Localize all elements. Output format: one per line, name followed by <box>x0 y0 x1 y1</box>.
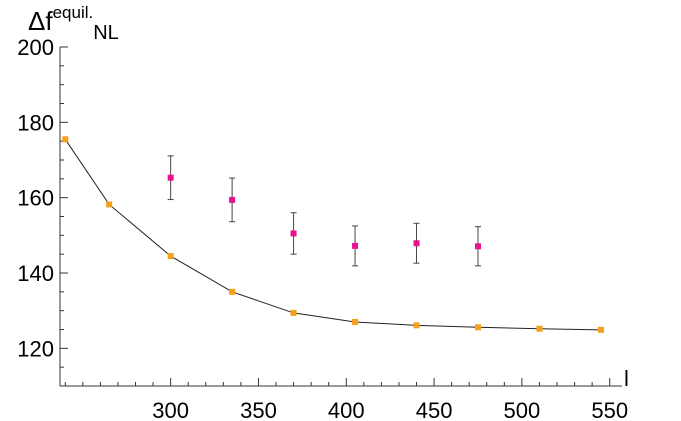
y-tick-label: 160 <box>17 186 54 211</box>
x-tick-label: 450 <box>416 398 453 421</box>
x-tick-label: 550 <box>591 398 628 421</box>
x-tick-label: 300 <box>152 398 189 421</box>
data-point-marker <box>229 288 236 295</box>
y-axis-label: Δfequil.NL <box>28 3 119 44</box>
y-axis-label-main: Δf <box>28 6 53 36</box>
data-point-marker <box>167 174 174 181</box>
data-point-marker <box>106 201 113 208</box>
y-tick-label: 180 <box>17 110 54 135</box>
x-tick-label: 500 <box>504 398 541 421</box>
data-point-marker <box>167 253 174 260</box>
y-axis-label-subscript: NL <box>93 22 119 44</box>
data-point-marker <box>352 318 359 325</box>
x-tick-label: 350 <box>240 398 277 421</box>
data-point-marker <box>474 324 481 331</box>
y-tick-label: 140 <box>17 261 54 286</box>
data-point-marker <box>413 322 420 329</box>
series-lines <box>64 139 601 331</box>
data-point-marker <box>413 240 420 247</box>
markers <box>62 136 604 333</box>
data-point-marker <box>290 230 297 237</box>
y-axis-label-superscript: equil. <box>53 3 94 22</box>
data-point-marker <box>474 243 481 250</box>
error-bars <box>167 155 481 267</box>
data-point-marker <box>352 242 359 249</box>
x-axis-label: l <box>624 366 629 391</box>
series-line <box>64 139 601 331</box>
axes <box>59 47 622 387</box>
minor-ticks <box>60 46 611 387</box>
y-tick-label: 200 <box>17 35 54 60</box>
data-point-marker <box>536 325 543 332</box>
data-point-marker <box>62 136 69 143</box>
data-point-marker <box>290 309 297 316</box>
tick-labels: 300 350 400 450 500 550 120 140 160 180 200 <box>17 35 628 421</box>
x-tick-label: 400 <box>328 398 365 421</box>
data-point-marker <box>229 196 236 203</box>
y-tick-label: 120 <box>17 336 54 361</box>
data-point-marker <box>597 326 604 333</box>
